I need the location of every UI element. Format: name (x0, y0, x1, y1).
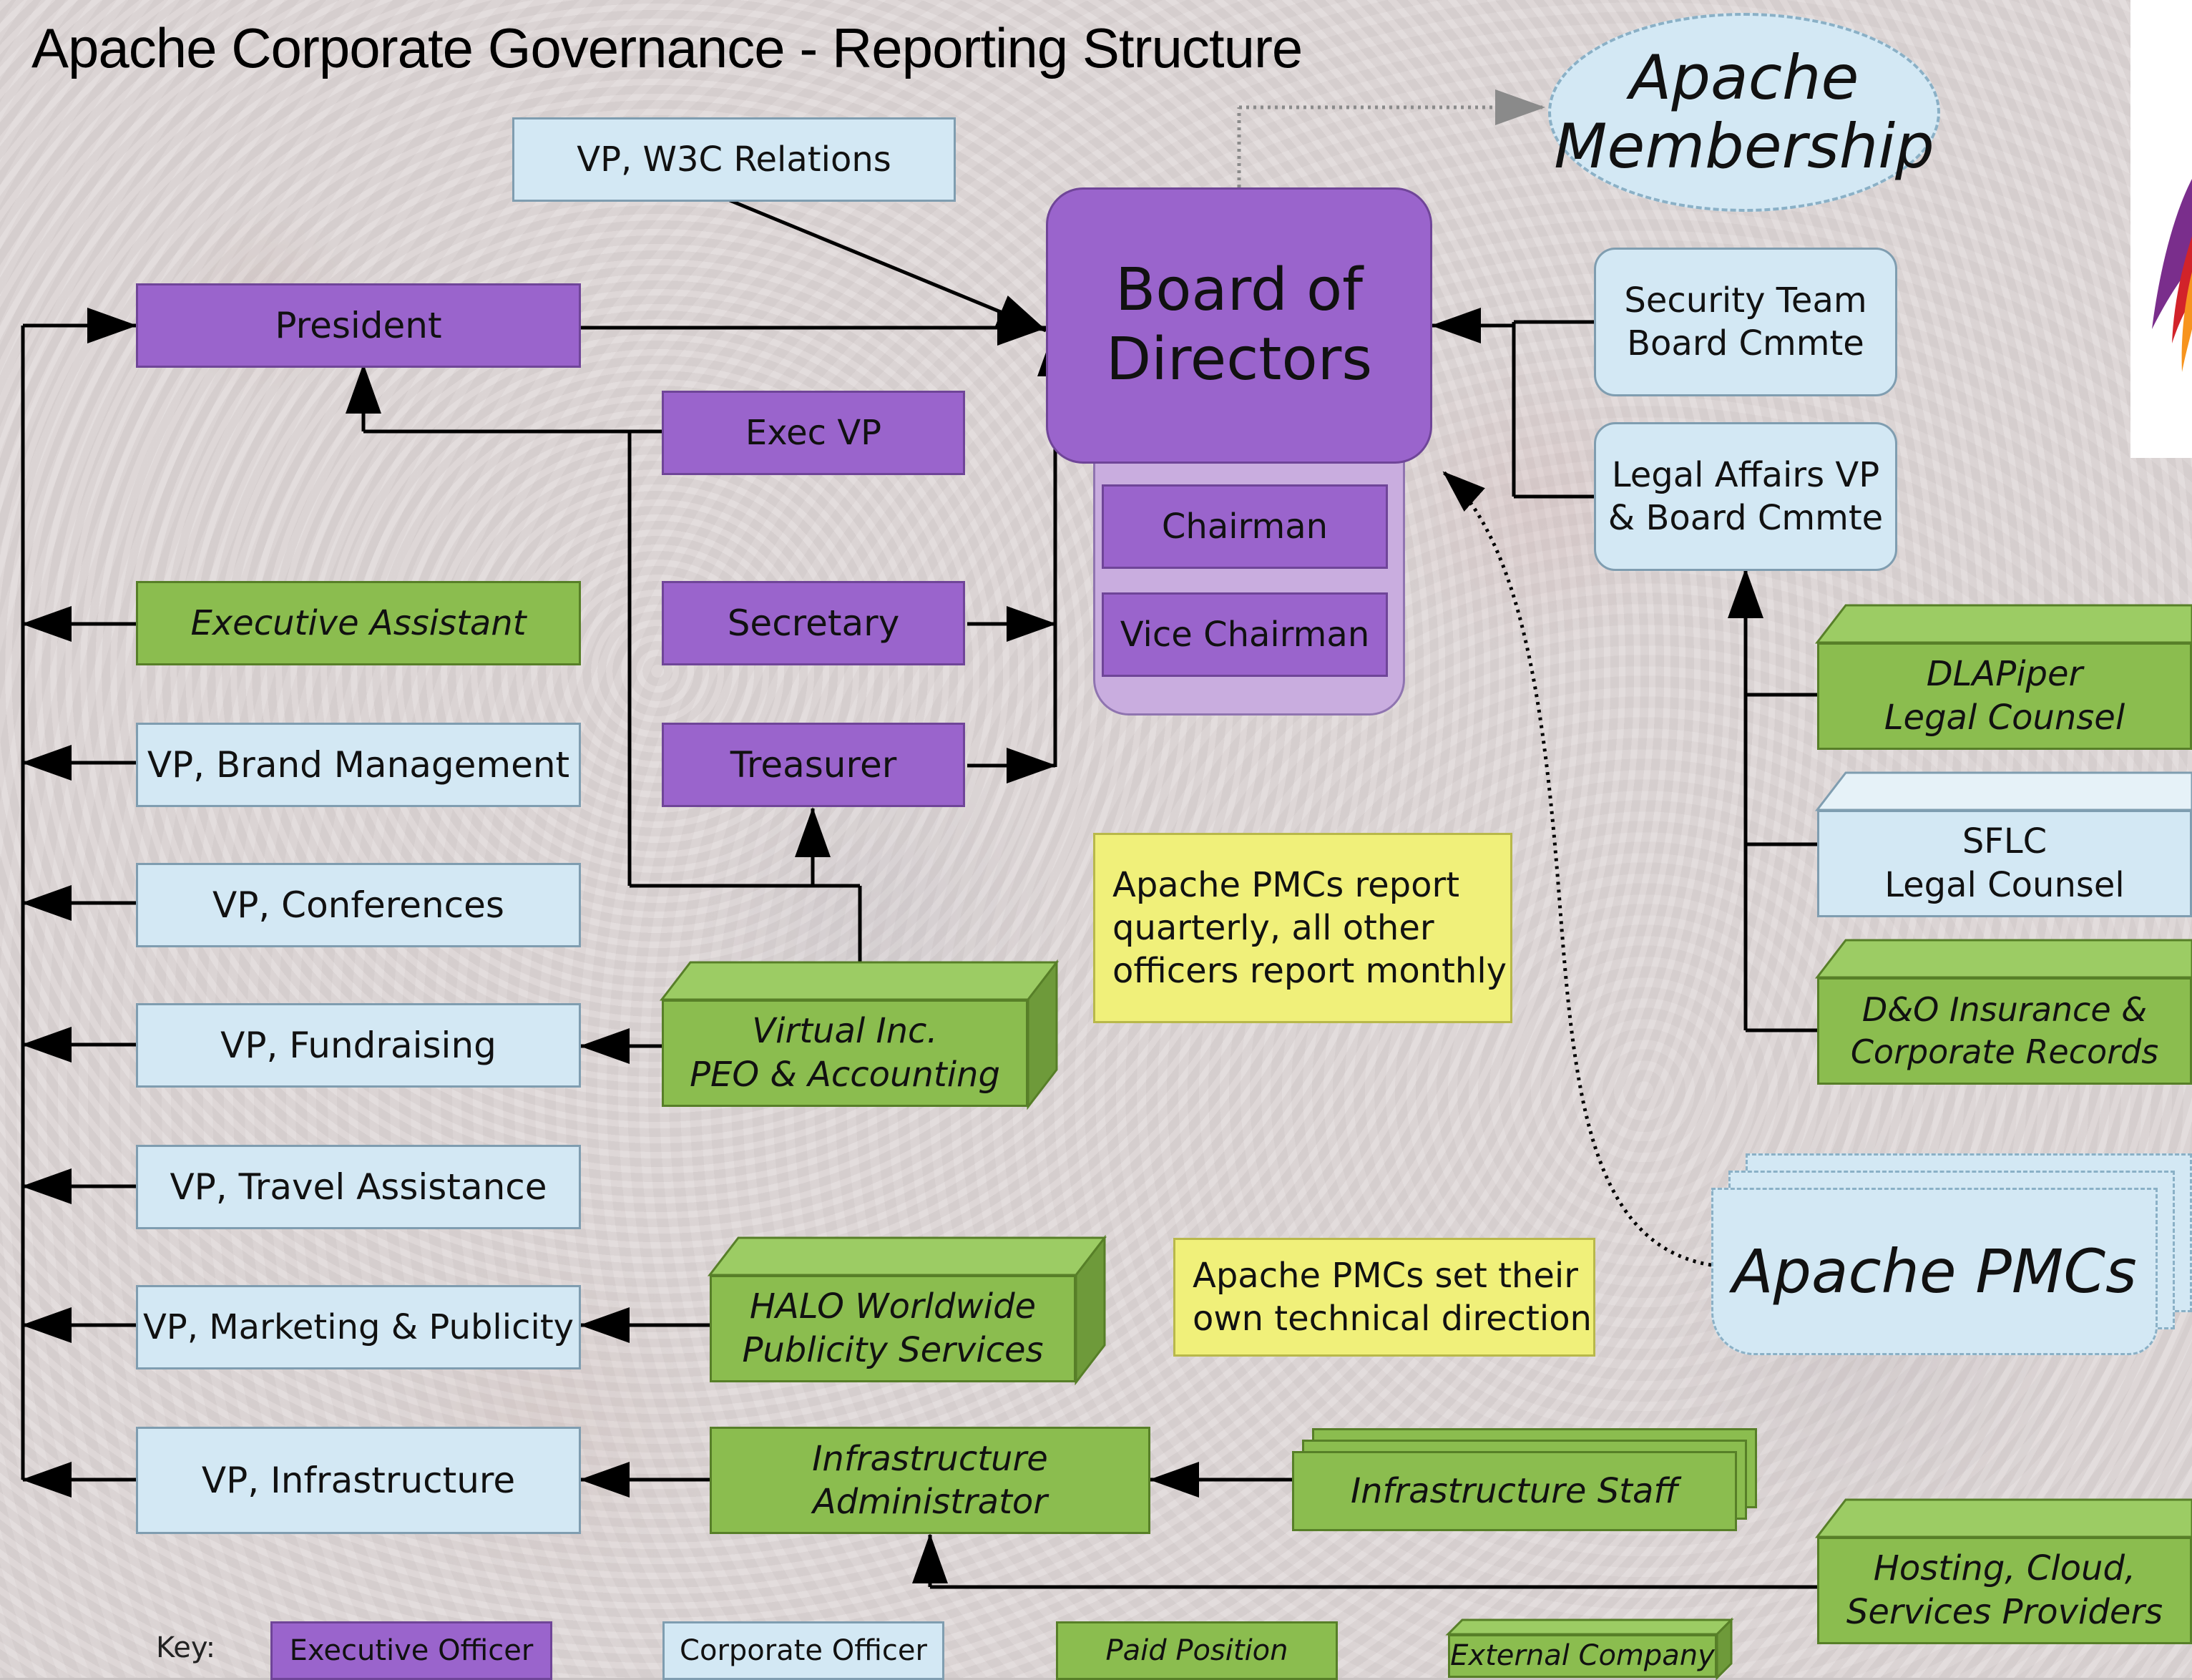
apache-feather-logo (2130, 0, 2192, 458)
apache-pmcs-label: Apache PMCs (1732, 1236, 2137, 1307)
key-external-company-label: External Company (1448, 1634, 1717, 1678)
dno-insurance-label: D&O Insurance & Corporate Records (1817, 977, 2192, 1085)
vp-brand-management-node: VP, Brand Management (136, 723, 581, 807)
hosting-providers-label: Hosting, Cloud, Services Providers (1817, 1537, 2192, 1644)
virtual-inc-node: Virtual Inc. PEO & Accounting (659, 959, 1060, 1110)
page-title: Apache Corporate Governance - Reporting … (31, 16, 1303, 79)
virtual-inc-label: Virtual Inc. PEO & Accounting (662, 1000, 1028, 1107)
vp-infrastructure-node: VP, Infrastructure (136, 1427, 581, 1534)
dlapiper-label: DLAPiper Legal Counsel (1817, 643, 2192, 750)
key-label: Key: (156, 1631, 216, 1664)
vp-marketing-publicity-node: VP, Marketing & Publicity (136, 1285, 581, 1369)
dno-insurance-node: D&O Insurance & Corporate Records (1814, 939, 2192, 1085)
infrastructure-administrator-node: Infrastructure Administrator (710, 1427, 1150, 1534)
box-depth-shading (1445, 1617, 1734, 1680)
board-of-directors-node: Board of Directors (1046, 187, 1432, 464)
exec-vp-node: Exec VP (662, 391, 965, 475)
treasurer-node: Treasurer (662, 723, 965, 807)
apache-membership-node: Apache Membership (1548, 13, 1940, 212)
security-team-node: Security Team Board Cmmte (1594, 248, 1897, 396)
sflc-node: SFLC Legal Counsel (1814, 771, 2192, 917)
hosting-providers-node: Hosting, Cloud, Services Providers (1814, 1498, 2192, 1644)
pmc-direction-note: Apache PMCs set their own technical dire… (1173, 1238, 1595, 1357)
infrastructure-staff-node: Infrastructure Staff (1292, 1451, 1737, 1531)
key-external-company: External Company (1445, 1617, 1734, 1680)
pmc-reporting-note: Apache PMCs report quarterly, all other … (1093, 833, 1512, 1023)
apache-pmcs-node: Apache PMCs (1711, 1153, 2192, 1368)
vice-chairman-node: Vice Chairman (1102, 592, 1388, 677)
vp-w3c-relations-node: VP, W3C Relations (512, 117, 956, 202)
box-depth-shading (659, 959, 1060, 1110)
key-executive-officer: Executive Officer (270, 1621, 552, 1680)
halo-worldwide-node: HALO Worldwide Publicity Services (707, 1234, 1107, 1386)
vp-conferences-node: VP, Conferences (136, 863, 581, 947)
vp-travel-assistance-node: VP, Travel Assistance (136, 1145, 581, 1229)
halo-worldwide-label: HALO Worldwide Publicity Services (710, 1275, 1076, 1382)
president-node: President (136, 283, 581, 368)
sflc-label: SFLC Legal Counsel (1817, 810, 2192, 917)
legal-affairs-node: Legal Affairs VP & Board Cmmte (1594, 422, 1897, 571)
secretary-node: Secretary (662, 581, 965, 665)
vp-fundraising-node: VP, Fundraising (136, 1003, 581, 1088)
key-paid-position: Paid Position (1056, 1621, 1338, 1680)
box-depth-shading (707, 1234, 1107, 1386)
pmcs-stack-layer (1711, 1188, 2158, 1355)
key-corporate-officer: Corporate Officer (662, 1621, 944, 1680)
executive-assistant-node: Executive Assistant (136, 581, 581, 665)
dlapiper-node: DLAPiper Legal Counsel (1814, 604, 2192, 750)
chairman-node: Chairman (1102, 484, 1388, 569)
